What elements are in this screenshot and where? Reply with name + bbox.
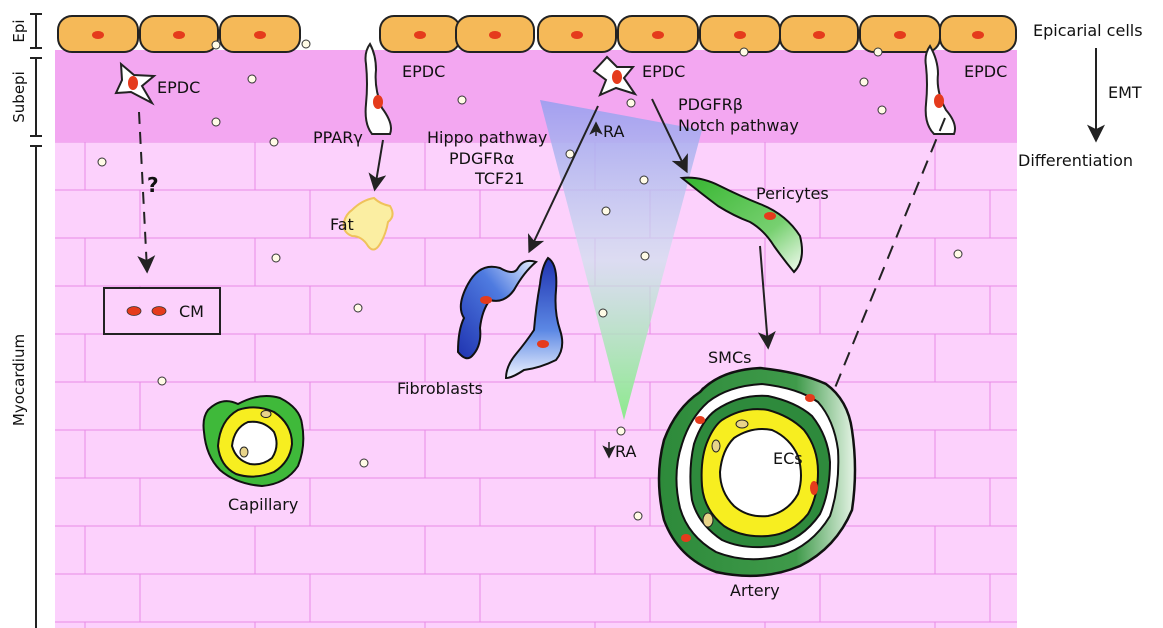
epicardial-cell: [58, 16, 138, 52]
epicardial-cell: [700, 16, 780, 52]
smcs-label: SMCs: [708, 348, 751, 367]
scattered-cell: [740, 48, 748, 56]
scattered-cell: [212, 118, 220, 126]
epdc-label-2: EPDC: [402, 62, 445, 81]
tcf21-label: TCF21: [474, 169, 525, 188]
epicardial-cell: [220, 16, 300, 52]
nucleus: [173, 31, 185, 39]
nucleus: [813, 31, 825, 39]
scattered-cell: [874, 48, 882, 56]
scattered-cell: [634, 512, 642, 520]
process-label-top: Epicarial cells: [1033, 21, 1143, 40]
unknown-marker: ?: [147, 173, 159, 197]
nucleus: [92, 31, 104, 39]
fat-label: Fat: [330, 215, 354, 234]
scattered-cell: [640, 176, 648, 184]
scattered-cell: [212, 41, 220, 49]
scattered-cell: [158, 377, 166, 385]
nucleus: [489, 31, 501, 39]
process-label-bottom: Differentiation: [1018, 151, 1133, 170]
epicardial-cell: [860, 16, 940, 52]
epicardial-cell-row: [58, 16, 1016, 52]
scattered-cell: [272, 254, 280, 262]
capillary-label: Capillary: [228, 495, 298, 514]
cm-label: CM: [179, 302, 204, 321]
ra-low-label: RA: [615, 442, 636, 461]
scattered-cell: [954, 250, 962, 258]
process-label-middle: EMT: [1108, 83, 1142, 102]
pericytes-label: Pericytes: [756, 184, 829, 203]
nucleus: [972, 31, 984, 39]
scattered-cell: [617, 427, 625, 435]
scattered-cell: [354, 304, 362, 312]
fibroblasts-label: Fibroblasts: [397, 379, 483, 398]
myocardium-layer: [55, 140, 1017, 628]
scattered-cell: [627, 99, 635, 107]
layer-label-myocardium: Myocardium: [10, 334, 28, 426]
artery-label: Artery: [730, 581, 780, 600]
layer-bracket: [30, 14, 42, 628]
nucleus: [652, 31, 664, 39]
epdc-label-1: EPDC: [157, 78, 200, 97]
scattered-cell: [458, 96, 466, 104]
nucleus: [571, 31, 583, 39]
notch-label: Notch pathway: [678, 116, 799, 135]
pdgfrb-label: PDGFRβ: [678, 95, 743, 114]
epicardial-cell: [140, 16, 218, 52]
scattered-cell: [302, 40, 310, 48]
epicardial-cell: [940, 16, 1016, 52]
pdgfra-label: PDGFRα: [449, 149, 514, 168]
epdc-label-4: EPDC: [964, 62, 1007, 81]
ecs-label: ECs: [773, 449, 803, 468]
epicardial-cell: [456, 16, 534, 52]
epdc-label-3: EPDC: [642, 62, 685, 81]
ra-high-label: RA: [603, 122, 624, 141]
scattered-cell: [599, 309, 607, 317]
scattered-cell: [641, 252, 649, 260]
scattered-cell: [878, 106, 886, 114]
layer-label-epi: Epi: [10, 19, 28, 42]
epicardial-cell: [380, 16, 460, 52]
ppar-label: PPARγ: [313, 128, 363, 147]
scattered-cell: [566, 150, 574, 158]
scattered-cell: [270, 138, 278, 146]
epicardial-cell: [538, 16, 616, 52]
scattered-cell: [602, 207, 610, 215]
hippo-label: Hippo pathway: [427, 128, 547, 147]
nucleus: [254, 31, 266, 39]
layer-label-subepi: Subepi: [10, 71, 28, 122]
scattered-cell: [98, 158, 106, 166]
scattered-cell: [860, 78, 868, 86]
scattered-cell: [248, 75, 256, 83]
epicardial-cell: [780, 16, 858, 52]
nucleus: [734, 31, 746, 39]
epicardial-cell: [618, 16, 698, 52]
nucleus: [414, 31, 426, 39]
scattered-cell: [360, 459, 368, 467]
nucleus: [894, 31, 906, 39]
